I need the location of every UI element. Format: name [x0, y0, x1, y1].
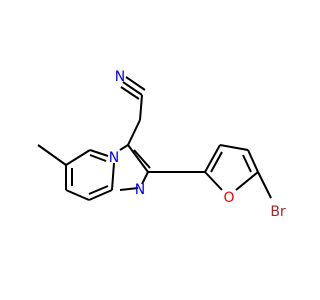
furan-c4-c5-bond: [247, 149, 259, 173]
imine-n-label: N: [135, 182, 145, 198]
nitrile-ch2-bond: [139, 94, 143, 121]
nitrile-triple-bond: [120, 76, 146, 100]
furan-c3-c4-bond: [219, 144, 249, 151]
c6-c5-bond: [65, 149, 91, 166]
c3-ring-n-bond: [119, 144, 129, 151]
furan-c2-c3-double-bond: [210, 151, 223, 173]
c8a-c8-bond: [88, 189, 113, 201]
c-br-bond: [257, 171, 272, 199]
furan-c2-c3-bond: [204, 144, 221, 173]
ring-n-label: N: [109, 150, 119, 166]
nitrile-n-label: N: [115, 69, 125, 85]
c3-c2-double-bond: [133, 149, 151, 169]
c3-c2-bond: [127, 144, 149, 173]
bromine-label: Br: [270, 204, 286, 220]
structure-diagram: N N N O Br: [37, 69, 286, 220]
c5-ring-n-bond: [89, 149, 109, 157]
ch2-c3-bond: [127, 119, 141, 146]
c2-imine-n-bond: [141, 171, 149, 185]
furan-o-c2-bond: [204, 171, 223, 191]
furan-c4-c5-double-bond: [242, 154, 252, 173]
furan-c5-o-bond: [235, 171, 259, 191]
c8a-c8-double-bond: [88, 185, 109, 195]
methyl-bond: [37, 144, 67, 166]
c8-c7-bond: [65, 189, 90, 201]
c5-ring-n-double-bond: [89, 154, 107, 162]
furan-o-label: O: [223, 190, 234, 206]
imine-n-c8a-bond: [119, 187, 139, 191]
ring-n-c8a-bond: [111, 162, 115, 191]
